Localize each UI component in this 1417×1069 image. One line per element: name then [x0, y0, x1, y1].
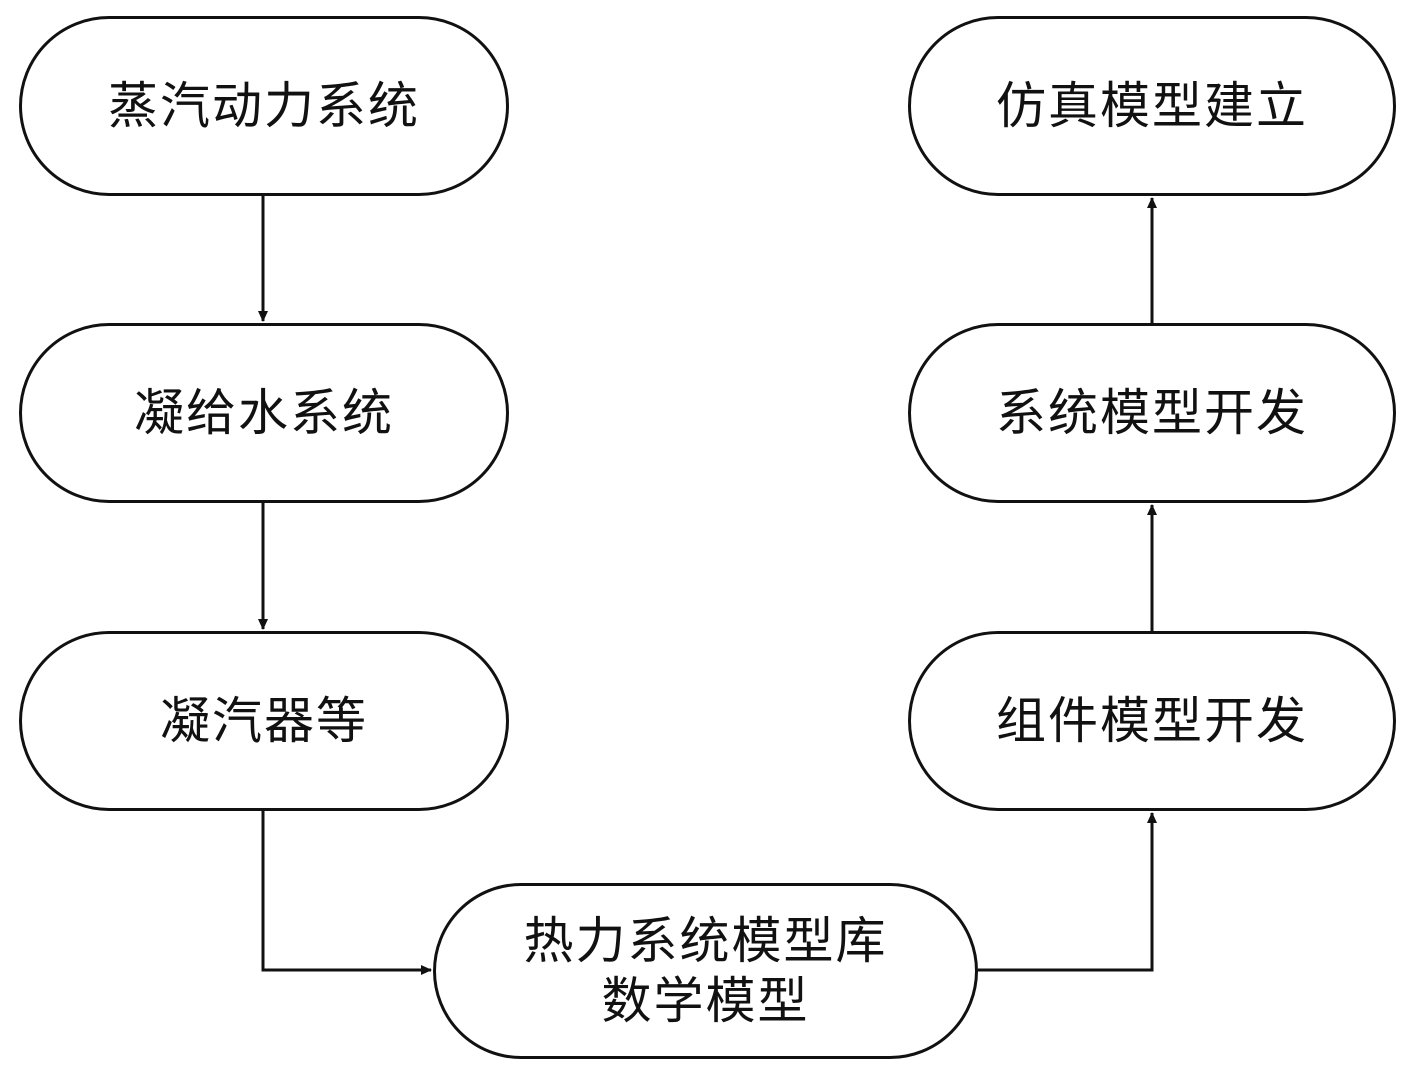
- node-simulation-model-build-label: 仿真模型建立: [996, 77, 1308, 135]
- node-component-model-dev-label: 组件模型开发: [996, 692, 1308, 750]
- node-component-model-dev: 组件模型开发: [908, 631, 1396, 811]
- node-thermal-model-library: 热力系统模型库 数学模型: [433, 883, 978, 1059]
- node-steam-power-system-label: 蒸汽动力系统: [108, 77, 420, 135]
- node-condensate-feedwater-system: 凝给水系统: [19, 323, 509, 503]
- node-thermal-model-library-line1: 热力系统模型库: [523, 912, 888, 970]
- node-simulation-model-build: 仿真模型建立: [908, 16, 1396, 196]
- node-thermal-model-library-line2: 数学模型: [601, 972, 810, 1030]
- node-condenser-etc: 凝汽器等: [19, 631, 509, 811]
- node-system-model-dev-label: 系统模型开发: [996, 384, 1308, 442]
- node-condensate-feedwater-system-label: 凝给水系统: [134, 384, 394, 442]
- node-system-model-dev: 系统模型开发: [908, 323, 1396, 503]
- node-steam-power-system: 蒸汽动力系统: [19, 16, 509, 196]
- arrow-library-to-component: [978, 812, 1157, 972]
- node-condenser-etc-label: 凝汽器等: [160, 692, 368, 750]
- arrow-condenser-to-library: [261, 811, 432, 975]
